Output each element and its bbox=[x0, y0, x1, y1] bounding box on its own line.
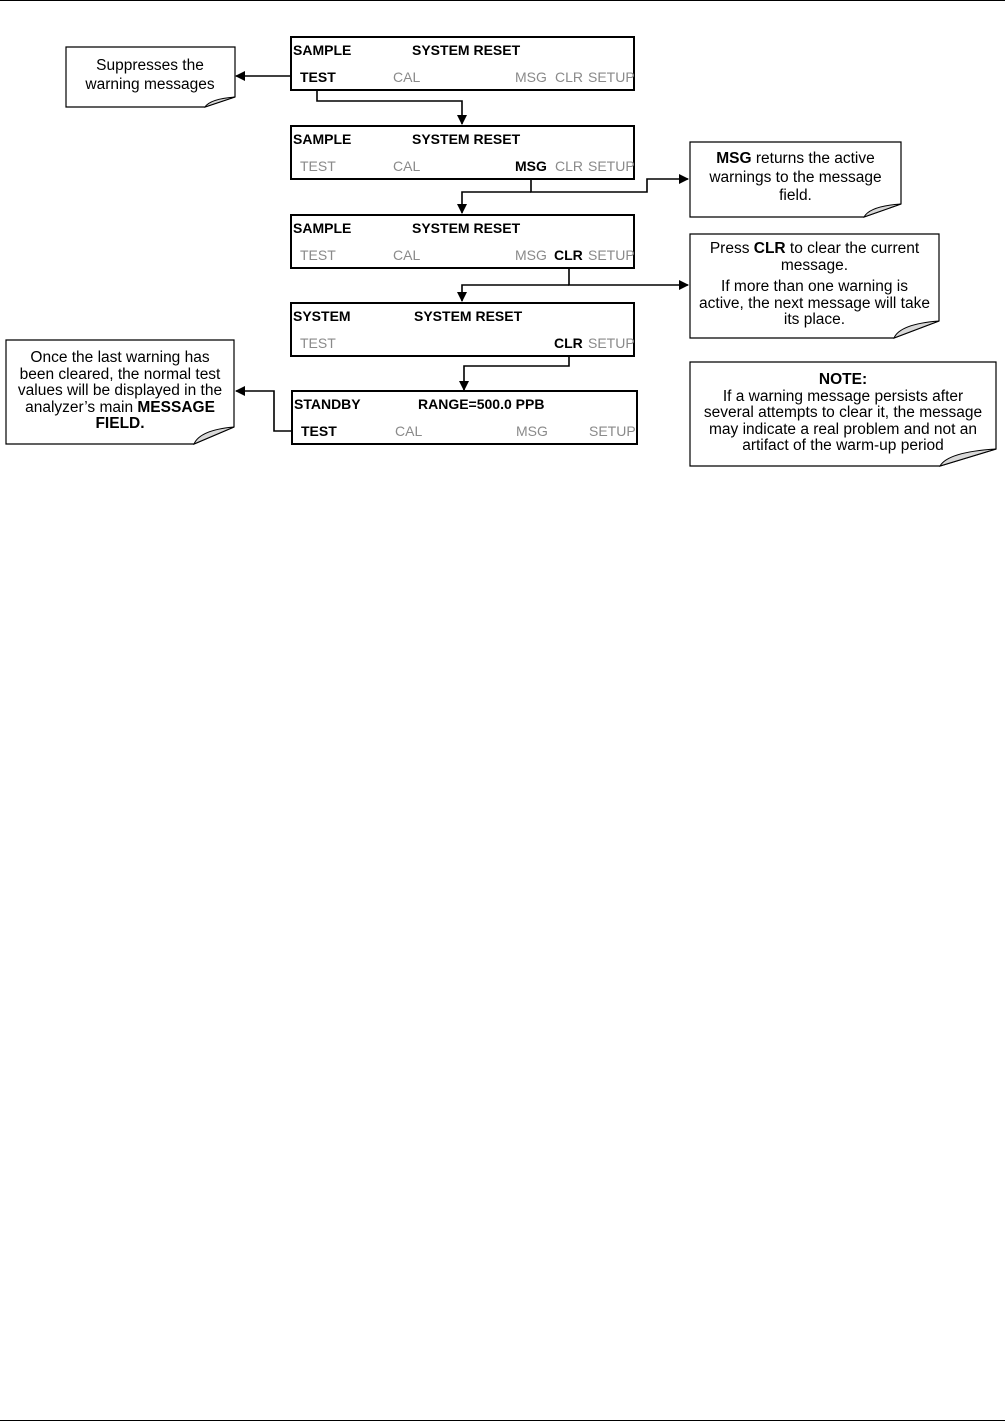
note-clr-pre: Press bbox=[709, 240, 754, 257]
display-panel-5: STANDBY RANGE=500.0 PPB TEST CAL MSG SET… bbox=[291, 390, 638, 445]
note-last-warning: Once the last warning has been cleared, … bbox=[6, 349, 234, 433]
note-clr-line-3: If more than one warning is bbox=[721, 278, 908, 295]
header-rule bbox=[0, 0, 1005, 1]
panel-1-mode: SAMPLE bbox=[293, 42, 352, 58]
panel-3-message: SYSTEM RESET bbox=[412, 220, 521, 236]
note-last-line-3: values will be displayed in the bbox=[17, 382, 223, 399]
note-clr-line-1-rest: to clear the current bbox=[785, 240, 920, 257]
panel-4-mode: SYSTEM bbox=[293, 308, 351, 324]
arrow-panel4-to-panel5 bbox=[459, 355, 570, 391]
note-heading-text: NOTE: bbox=[818, 371, 868, 388]
panel-5-msg-button[interactable]: MSG bbox=[516, 423, 548, 439]
note-shape-last bbox=[5, 339, 235, 445]
panel-2-mode: SAMPLE bbox=[293, 131, 352, 147]
display-panel-3: SAMPLE SYSTEM RESET TEST CAL MSG CLR SET… bbox=[290, 214, 635, 269]
display-panel-4: SYSTEM SYSTEM RESET TEST CLR SETUP bbox=[290, 302, 635, 357]
panel-4-message: SYSTEM RESET bbox=[414, 308, 523, 324]
arrow-panel2-to-panel3 bbox=[457, 191, 531, 214]
note-clr-line-2: message. bbox=[780, 256, 849, 274]
panel-3-msg-button[interactable]: MSG bbox=[515, 247, 547, 263]
arrow-panel3-to-panel4 bbox=[457, 284, 569, 302]
display-panel-1: SAMPLE SYSTEM RESET TEST CAL MSG CLR SET… bbox=[290, 36, 635, 91]
panel-2-cal-button[interactable]: CAL bbox=[393, 158, 421, 174]
panel-3-setup-button[interactable]: SETUP bbox=[588, 247, 635, 263]
panel-5-mode: STANDBY bbox=[294, 396, 361, 412]
note-line-4: artifact of the warm-up period bbox=[742, 437, 944, 454]
panel-1-message: SYSTEM RESET bbox=[412, 42, 521, 58]
note-last-line-2: been cleared, the normal test bbox=[19, 365, 221, 383]
note-msg-line-1-rest: returns the active bbox=[751, 150, 875, 167]
panel-2-message: SYSTEM RESET bbox=[412, 131, 521, 147]
note-last-line-4: analyzer’s main MESSAGE bbox=[6, 398, 234, 417]
note-last-field-bold: FIELD. bbox=[95, 415, 145, 432]
display-panel-2: SAMPLE SYSTEM RESET TEST CAL MSG CLR SET… bbox=[290, 125, 635, 180]
note-line-1: If a warning message persists after bbox=[722, 387, 964, 405]
panel-5-message: RANGE=500.0 PPB bbox=[418, 396, 545, 412]
note-warning-persists: NOTE: If a warning message persists afte… bbox=[690, 371, 996, 455]
note-last-line-1: Once the last warning has bbox=[30, 349, 210, 366]
note-msg-line-2: warnings to the message bbox=[709, 168, 882, 186]
panel-1-clr-button[interactable]: CLR bbox=[555, 69, 584, 85]
panel-4-setup-button[interactable]: SETUP bbox=[588, 335, 635, 351]
panel-2-msg-button[interactable]: MSG bbox=[515, 158, 547, 174]
panel-2-clr-button[interactable]: CLR bbox=[555, 158, 584, 174]
note-line-3: may indicate a real problem and not an bbox=[709, 420, 977, 438]
arrow-test-to-last-note bbox=[235, 386, 293, 432]
note-shape-suppress bbox=[65, 46, 236, 108]
panel-3-cal-button[interactable]: CAL bbox=[393, 247, 421, 263]
panel-2-setup-button[interactable]: SETUP bbox=[588, 158, 635, 174]
panel-1-cal-button[interactable]: CAL bbox=[393, 69, 421, 85]
note-suppress-warnings: Suppresses the warning messages bbox=[66, 57, 234, 93]
panel-1-test-button[interactable]: TEST bbox=[300, 69, 336, 85]
panel-1-setup-button[interactable]: SETUP bbox=[588, 69, 635, 85]
note-shape-clr bbox=[689, 233, 940, 339]
note-last-message-bold: MESSAGE bbox=[137, 398, 215, 416]
note-clr-key: CLR bbox=[753, 240, 786, 257]
arrow-panel1-to-panel2 bbox=[316, 87, 467, 125]
note-press-clr: Press CLR to clear the current message. … bbox=[690, 240, 939, 329]
panel-1-msg-button[interactable]: MSG bbox=[515, 69, 547, 85]
note-line-2: several attempts to clear it, the messag… bbox=[703, 404, 983, 421]
panel-4-clr-button[interactable]: CLR bbox=[554, 335, 583, 351]
panel-2-test-button[interactable]: TEST bbox=[300, 158, 336, 174]
note-msg-line-3: field. bbox=[779, 187, 812, 204]
panel-4-test-button[interactable]: TEST bbox=[300, 335, 336, 351]
note-msg-line-1: MSG returns the active bbox=[690, 150, 901, 168]
note-clr-line-1: Press CLR to clear the current bbox=[690, 240, 939, 258]
note-shape-note bbox=[689, 361, 997, 467]
note-suppress-line-2: warning messages bbox=[85, 75, 215, 93]
note-suppress-line-1: Suppresses the bbox=[96, 57, 204, 74]
note-msg-returns: MSG returns the active warnings to the m… bbox=[690, 150, 901, 205]
note-msg-key: MSG bbox=[716, 150, 752, 167]
note-clr-line-5: its place. bbox=[783, 311, 846, 328]
note-shape-msg bbox=[689, 141, 902, 218]
note-clr-line-4: active, the next message will take bbox=[699, 294, 930, 312]
note-heading: NOTE: bbox=[690, 371, 996, 389]
panel-3-clr-button[interactable]: CLR bbox=[554, 247, 583, 263]
note-last-line-4-pre: analyzer’s main bbox=[25, 398, 138, 416]
panel-5-setup-button[interactable]: SETUP bbox=[589, 423, 636, 439]
footer-rule bbox=[0, 1420, 1005, 1421]
arrow-msg-to-note bbox=[530, 174, 689, 193]
note-last-line-5: FIELD. bbox=[6, 415, 234, 433]
panel-3-mode: SAMPLE bbox=[293, 220, 352, 236]
panel-5-cal-button[interactable]: CAL bbox=[395, 423, 423, 439]
panel-3-test-button[interactable]: TEST bbox=[300, 247, 336, 263]
panel-5-test-button[interactable]: TEST bbox=[301, 423, 337, 439]
